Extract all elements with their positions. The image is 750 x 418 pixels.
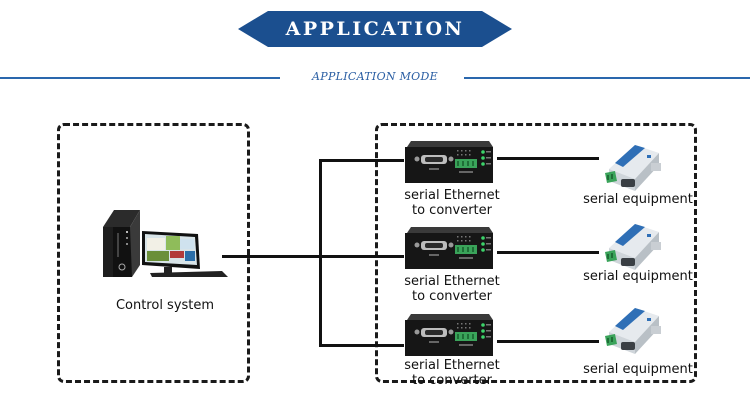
serial-ethernet-converter-icon <box>403 141 495 183</box>
wire-converter-3-to-equipment-3 <box>497 340 599 343</box>
converter-label-line2: to converter <box>412 373 492 388</box>
wire-trunk-to-converter-2 <box>319 255 404 258</box>
serial-device-icon <box>601 222 663 272</box>
converter-label-line1: serial Ethernet <box>404 188 500 203</box>
converter-label-line1: serial Ethernet <box>404 358 500 373</box>
banner-hexagon-shape <box>238 11 512 47</box>
control-system-group <box>57 123 250 383</box>
wire-converter-2-to-equipment-2 <box>497 251 599 254</box>
desktop-computer-icon <box>100 207 228 277</box>
serial-device-icon <box>601 143 663 193</box>
wire-pc-to-trunk <box>222 255 322 258</box>
subtitle-rule-right <box>464 77 750 79</box>
wire-trunk-to-converter-3 <box>319 344 404 347</box>
serial-device-icon <box>601 306 663 356</box>
serial-ethernet-converter-icon <box>403 314 495 356</box>
title-banner: APPLICATION <box>238 11 512 47</box>
converter-label: serial Ethernet to converter <box>402 274 502 304</box>
converter-label-line2: to converter <box>412 289 492 304</box>
wire-trunk-to-converter-1 <box>319 159 404 162</box>
serial-equipment-label: serial equipment <box>583 269 693 284</box>
section-subtitle: APPLICATION MODE <box>312 70 438 83</box>
serial-equipment-label: serial equipment <box>583 192 693 207</box>
wire-trunk-vertical <box>319 159 322 347</box>
serial-ethernet-converter-icon <box>403 227 495 269</box>
banner-title: APPLICATION <box>285 18 465 40</box>
converter-equipment-group <box>375 123 697 383</box>
converter-label-line1: serial Ethernet <box>404 274 500 289</box>
converter-label-line2: to converter <box>412 203 492 218</box>
converter-label: serial Ethernet to converter <box>402 358 502 388</box>
subtitle-rule-left <box>0 77 280 79</box>
wire-converter-1-to-equipment-1 <box>497 157 599 160</box>
converter-label: serial Ethernet to converter <box>402 188 502 218</box>
control-system-label: Control system <box>115 298 215 313</box>
serial-equipment-label: serial equipment <box>583 362 693 377</box>
